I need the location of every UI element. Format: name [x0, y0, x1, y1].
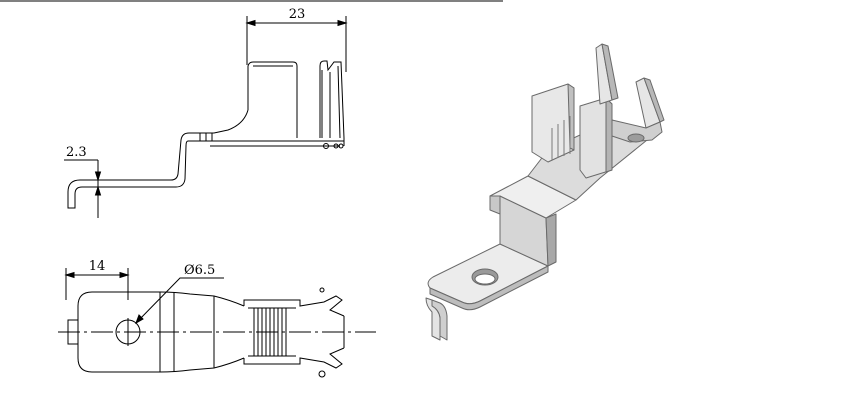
taper-edge	[213, 109, 249, 134]
dim-23-arrow-right	[337, 19, 348, 27]
rear-detail-c	[338, 143, 344, 149]
barrel-wing-right-edge	[605, 97, 613, 173]
dim-14-arrow-right	[119, 271, 130, 279]
crimp-detail-b	[319, 287, 325, 293]
barrel-wing-left-edge	[567, 83, 575, 151]
bend-vertical-side	[545, 213, 557, 267]
dim-2.3-label: 2.3	[66, 145, 87, 160]
dia-arrow	[135, 314, 144, 325]
dim-14-arrow-left	[64, 271, 75, 279]
front-hook-face	[425, 297, 441, 341]
dim-dia-label: Ø6.5	[184, 263, 215, 278]
dim-23-arrow-left	[245, 19, 256, 27]
transition-ribs	[199, 133, 213, 141]
dim-2.3-arrow-bottom	[94, 185, 102, 196]
barrel-ribs	[551, 116, 571, 160]
tongue-side	[429, 265, 549, 311]
s-bend-inner	[104, 140, 189, 188]
rear-tab-tall-side	[601, 43, 619, 101]
crimp-barrel-outline	[247, 60, 345, 146]
dia-leader	[135, 277, 224, 324]
rear-opening	[627, 133, 645, 143]
rear-detail-b	[333, 143, 339, 149]
top-view	[58, 268, 376, 378]
barrel-wing-left	[531, 83, 575, 163]
rear-end	[611, 119, 663, 143]
crimp-ribs	[248, 307, 296, 357]
dim-23-label: 23	[289, 7, 306, 22]
dim-14-label: 14	[89, 259, 106, 274]
s-bend-outer	[104, 132, 200, 181]
dim-2.3-arrow-top	[94, 171, 102, 182]
rear-tab-short-side	[643, 77, 665, 123]
isometric-view	[425, 43, 665, 341]
base-line	[188, 132, 344, 142]
side-view	[64, 16, 348, 218]
crimp-region	[243, 295, 345, 369]
crimp-detail-a	[318, 370, 326, 378]
rear-detail-a	[323, 143, 329, 149]
tongue-hole-inner	[474, 273, 496, 285]
end-tab-hook	[67, 179, 104, 209]
crimp-barrel-inner	[253, 65, 341, 139]
step-front	[489, 195, 501, 215]
end-tab	[67, 319, 78, 345]
